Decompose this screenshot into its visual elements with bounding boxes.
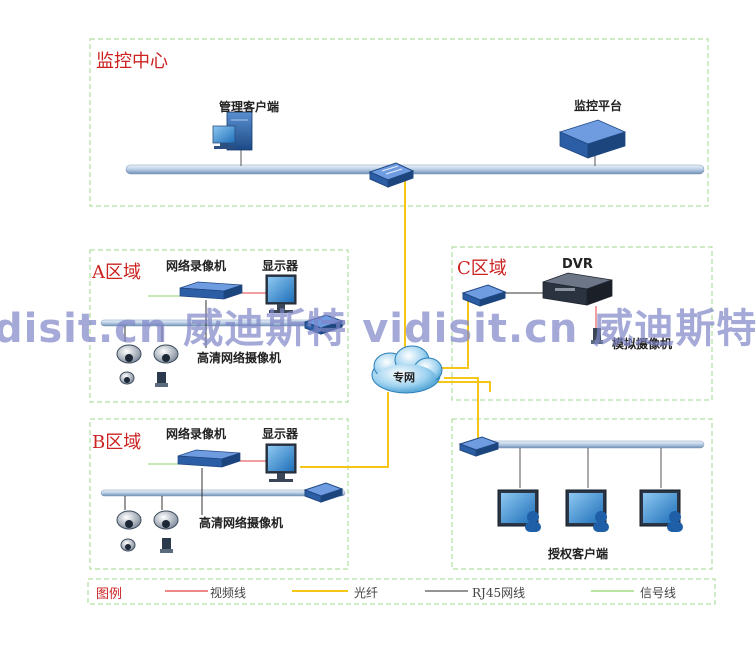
auth-switch	[458, 436, 500, 457]
monitor-center-title: 监控中心	[96, 51, 168, 72]
zone-a-nvr-label: 网络录像机	[166, 259, 227, 273]
zone-a	[89, 249, 349, 403]
zone-a-switch	[303, 314, 344, 335]
legend-item-fiber: 光纤	[354, 586, 379, 600]
zone-b-title: B区域	[92, 432, 142, 453]
auth-client-monitors	[497, 489, 683, 532]
zone-b-cameras	[116, 496, 179, 553]
zone-a-bus	[100, 319, 346, 327]
zone-a-display	[265, 274, 297, 313]
monitoring-platform-label: 监控平台	[574, 99, 623, 113]
management-client-pc	[212, 111, 253, 151]
zone-monitor-center	[89, 38, 709, 207]
zone-a-display-label: 显示器	[262, 259, 299, 273]
zone-c-switch	[461, 284, 507, 307]
zone-b-nvr	[177, 449, 241, 468]
monitoring-platform-server	[558, 119, 627, 159]
zone-a-title: A区域	[92, 262, 141, 283]
analog-camera-label: 模拟摄像机	[612, 337, 673, 351]
legend-title: 图例	[96, 587, 123, 602]
zone-b-display-label: 显示器	[262, 427, 299, 441]
center-switch	[368, 162, 415, 188]
private-network-cloud	[371, 345, 443, 394]
zone-a-camera-label: 高清网络摄像机	[197, 351, 282, 365]
legend-item-rj45: RJ45网线	[472, 586, 526, 600]
zone-b-nvr-label: 网络录像机	[166, 427, 227, 441]
zone-b-bus	[100, 489, 346, 497]
zone-b-camera-label: 高清网络摄像机	[199, 516, 284, 530]
zone-b-switch	[303, 482, 344, 503]
cloud-label: 专网	[393, 371, 415, 384]
center-bus	[125, 164, 705, 175]
fiber-links	[300, 180, 491, 468]
legend-box	[87, 578, 716, 605]
auth-bus	[483, 440, 705, 449]
zone-a-nvr	[179, 281, 243, 300]
zone-a-cameras	[116, 326, 179, 387]
zone-c	[451, 246, 713, 401]
zone-b	[89, 418, 349, 570]
zone-auth-clients	[451, 418, 713, 570]
zone-c-title: C区域	[457, 258, 507, 279]
legend-item-video: 视频线	[210, 586, 247, 600]
legend-item-signal: 信号线	[640, 586, 677, 600]
zone-b-display	[265, 443, 297, 482]
management-client-label: 管理客户端	[219, 100, 280, 114]
dvr-label: DVR	[562, 257, 593, 272]
auth-drops	[519, 448, 662, 488]
dvr-device	[542, 272, 613, 306]
watermark: disit.cn 威迪斯特 vidisit.cn 威迪斯特	[0, 306, 756, 352]
analog-camera	[591, 328, 603, 344]
auth-client-label: 授权客户端	[548, 547, 609, 561]
